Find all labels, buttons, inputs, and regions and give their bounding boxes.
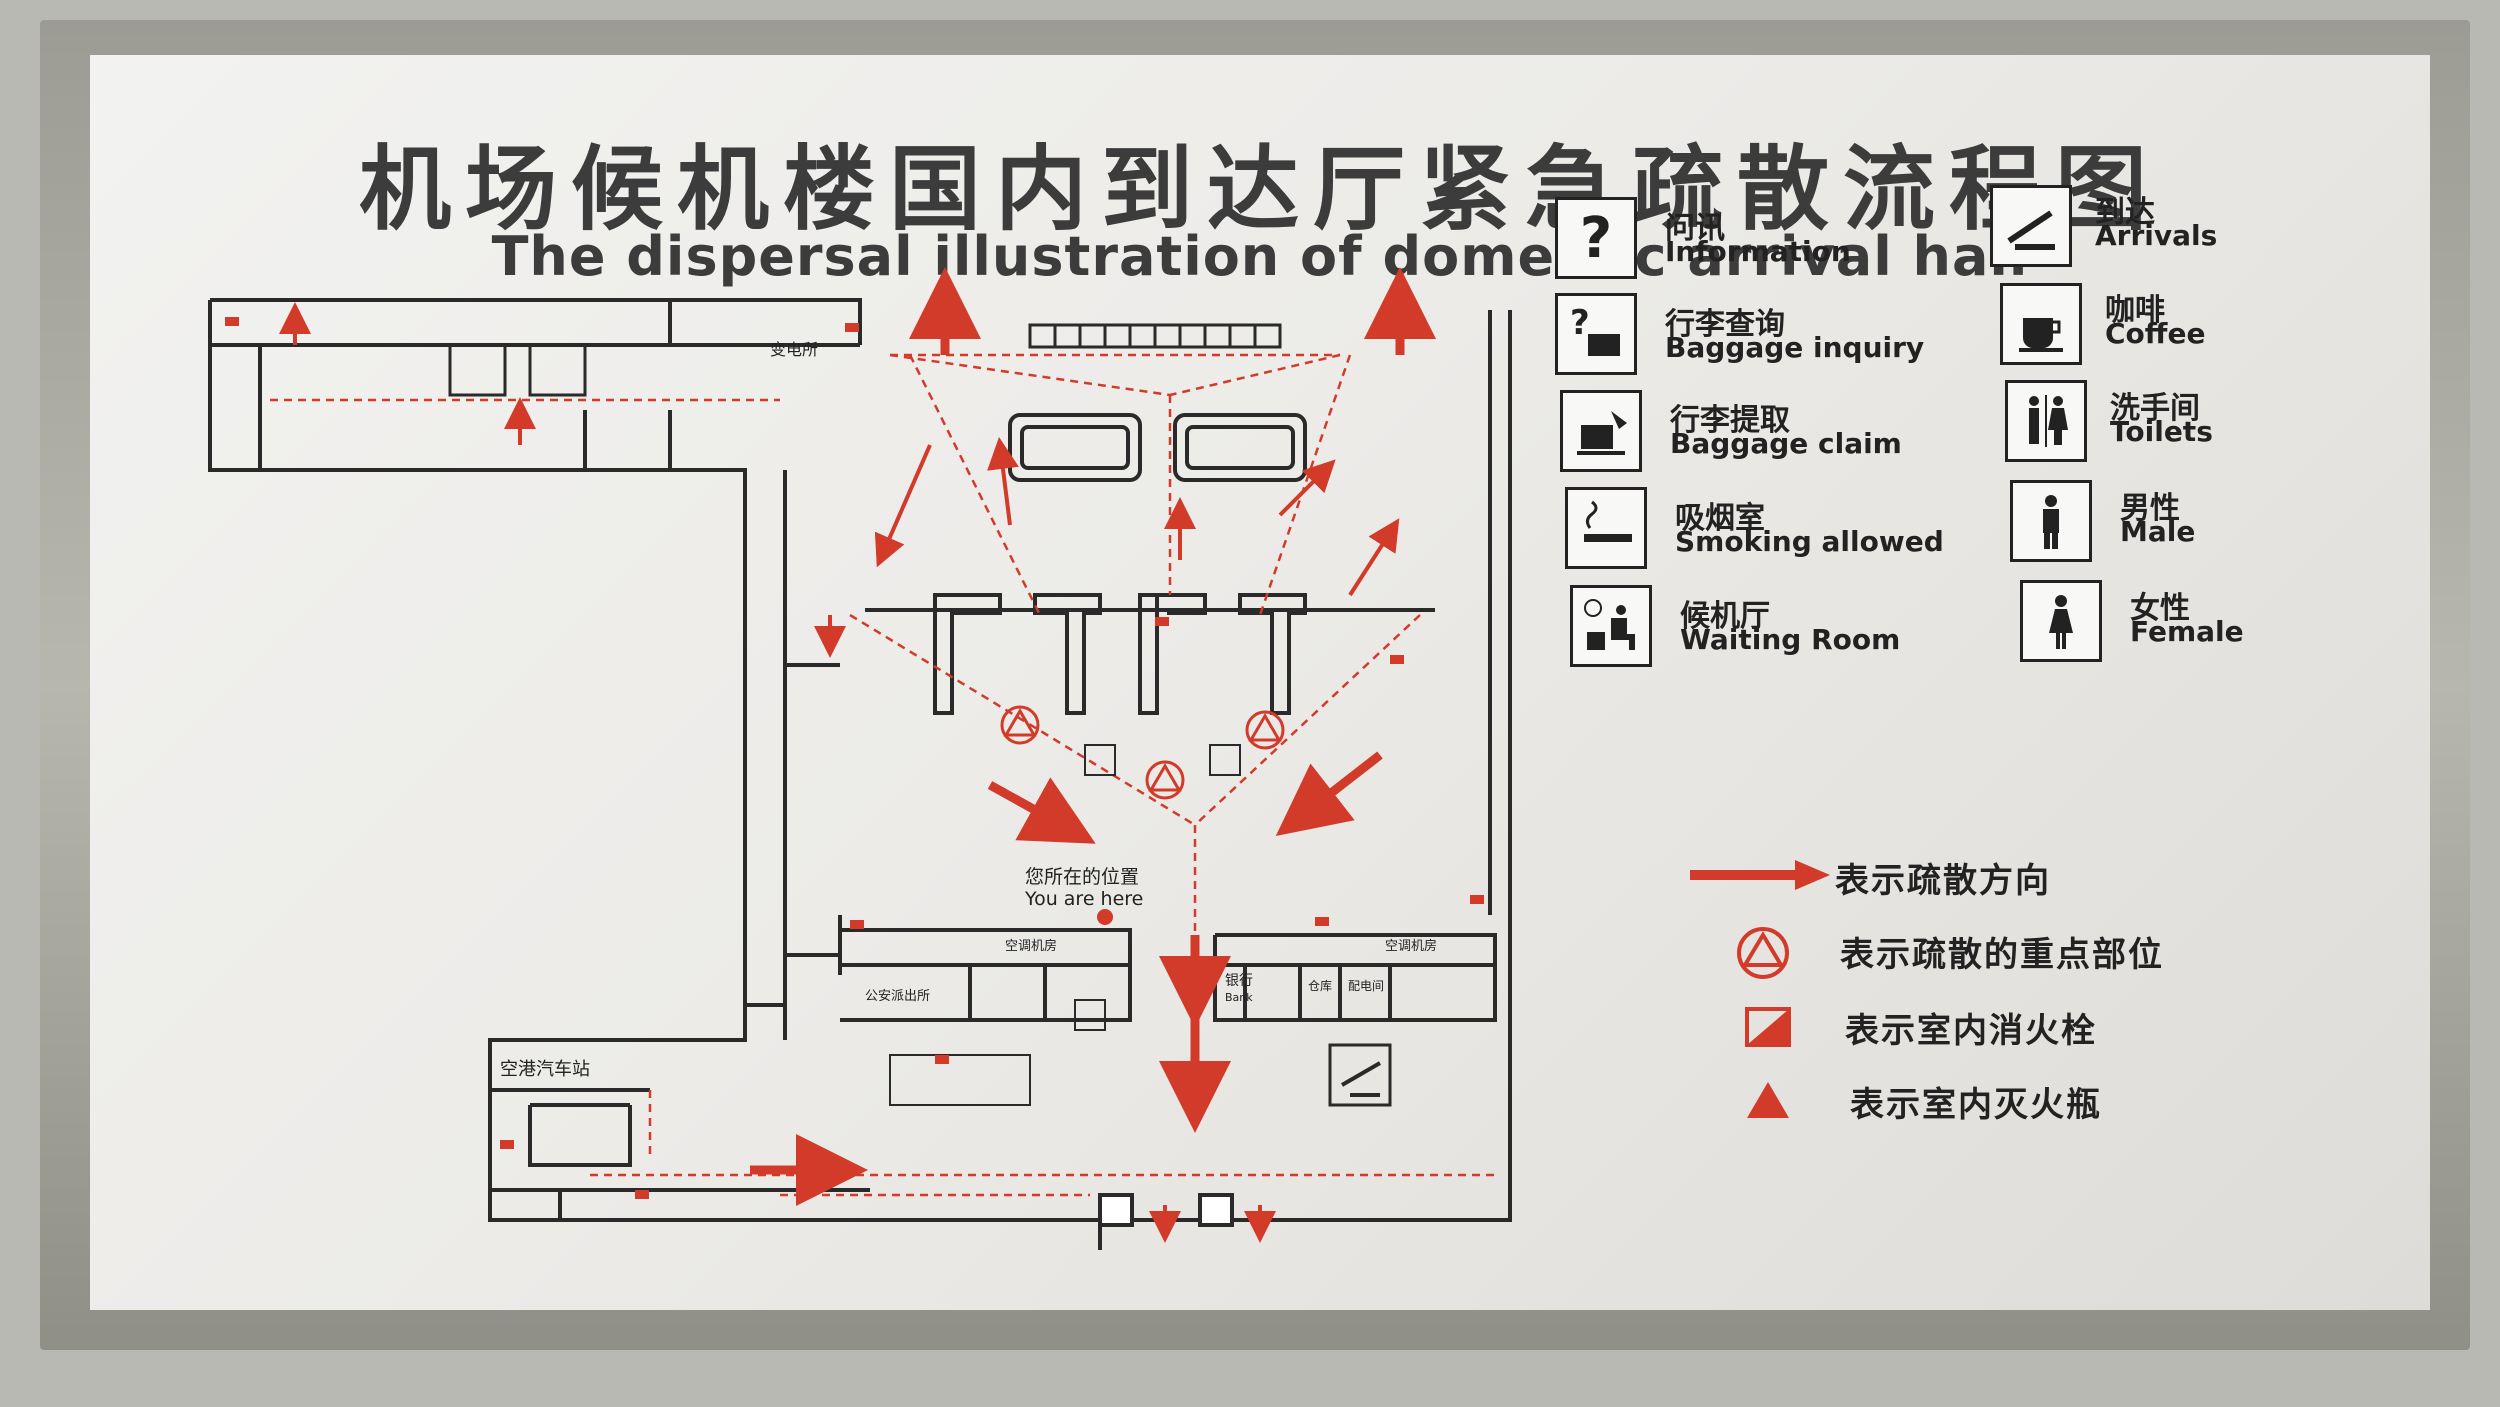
fire-extinguisher-icon [1747, 1082, 1789, 1118]
small-arrows [279, 302, 1400, 1243]
baggage-inquiry-map-icon [1074, 999, 1106, 1031]
room-ac-2: 空调机房 [1385, 938, 1437, 954]
key-fire-hydrant: 表示室内消火栓 [1845, 1011, 2097, 1051]
question-mark-icon: ? [1555, 197, 1637, 279]
evacuation-arrow-icon [1690, 860, 1830, 890]
legend-en: Smoking allowed [1675, 525, 1944, 558]
legend-cn: 女性 [2130, 591, 2190, 626]
smoking-icon [1565, 487, 1647, 569]
key-evacuation-point: 表示疏散的重点部位 [1840, 935, 2164, 975]
legend-en: Information [1665, 235, 1851, 268]
toilets-icon [2005, 380, 2087, 462]
legend-cn: 问讯 [1665, 211, 1725, 246]
baggage-inquiry-icon: ? [1555, 293, 1637, 375]
map-icons [448, 343, 1392, 1107]
baggage-carousels [933, 413, 1307, 715]
legend-cn: 行李查询 [1665, 307, 1785, 342]
baggage-claim-map-icon-2 [1209, 744, 1241, 776]
top-bench-row [1028, 323, 1282, 349]
floor-plan: 您所在的位置 You are here 变电所 空调机房 空调机房 公安派出所 … [208, 267, 1512, 1250]
legend-cn: 行李提取 [1670, 403, 1790, 438]
room-warehouse: 仓库 [1308, 978, 1332, 993]
svg-text:?: ? [1570, 304, 1590, 343]
female-icon [2020, 580, 2102, 662]
room-ac-1: 空调机房 [1005, 938, 1057, 954]
legend-en: Toilets [2110, 415, 2213, 448]
fire-hydrant-icon [1745, 1007, 1791, 1047]
you-are-here-en: You are here [1024, 888, 1143, 910]
legend-cn: 候机厅 [1680, 599, 1770, 634]
legend-en: Male [2120, 515, 2196, 548]
room-police: 公安派出所 [865, 989, 930, 1004]
key-evacuation-direction: 表示疏散方向 [1835, 861, 2051, 901]
coffee-cup-icon [2000, 283, 2082, 365]
key-fire-extinguisher: 表示室内灭火瓶 [1850, 1085, 2102, 1125]
waiting-room-map-icon [448, 343, 507, 397]
arrivals-plane-icon [1990, 185, 2072, 267]
evacuation-arrows [750, 267, 1436, 1206]
baggage-claim-map-icon [1084, 744, 1116, 776]
waiting-room-icon [1570, 585, 1652, 667]
legend-en: Baggage inquiry [1665, 331, 1925, 364]
legend-cn: 到达 [2095, 195, 2155, 230]
room-bank-cn: 银行 [1225, 973, 1253, 989]
legend-en: Coffee [2105, 317, 2206, 350]
room-bank-en: Bank [1225, 991, 1253, 1004]
male-icon [2010, 480, 2092, 562]
legend-en: Arrivals [2095, 219, 2218, 252]
legend-en: Waiting Room [1680, 623, 1901, 656]
stairs [889, 1054, 1031, 1106]
baggage-claim-icon [1560, 390, 1642, 472]
legend-cn: 吸烟室 [1675, 501, 1765, 536]
title-chinese: 机场候机楼国内到达厅紧急疏散流程图 [358, 136, 2161, 243]
legend-cn: 男性 [2120, 491, 2180, 526]
room-bus-station: 空港汽车站 [500, 1059, 590, 1080]
legend-en: Baggage claim [1670, 427, 1902, 460]
room-substation: 变电所 [770, 340, 818, 359]
sign-panel: 机场候机楼国内到达厅紧急疏散流程图 The dispersal illustra… [90, 55, 2430, 1310]
waiting-room-map-icon-2 [528, 343, 587, 397]
fire-hydrants [225, 317, 1484, 1199]
arrivals-map-icon [1328, 1043, 1392, 1107]
key-point-icon [1737, 927, 1789, 979]
title-english: The dispersal illustration of domestic a… [491, 225, 2029, 288]
legend-cn: 洗手间 [2110, 391, 2200, 426]
room-power: 配电间 [1348, 979, 1384, 993]
legend-cn: 咖啡 [2105, 293, 2165, 328]
legend-en: Female [2130, 615, 2244, 648]
you-are-here-dot [1097, 909, 1113, 925]
building-walls [208, 298, 1512, 1250]
you-are-here-cn: 您所在的位置 [1025, 866, 1139, 888]
key-point-markers [1000, 705, 1285, 800]
